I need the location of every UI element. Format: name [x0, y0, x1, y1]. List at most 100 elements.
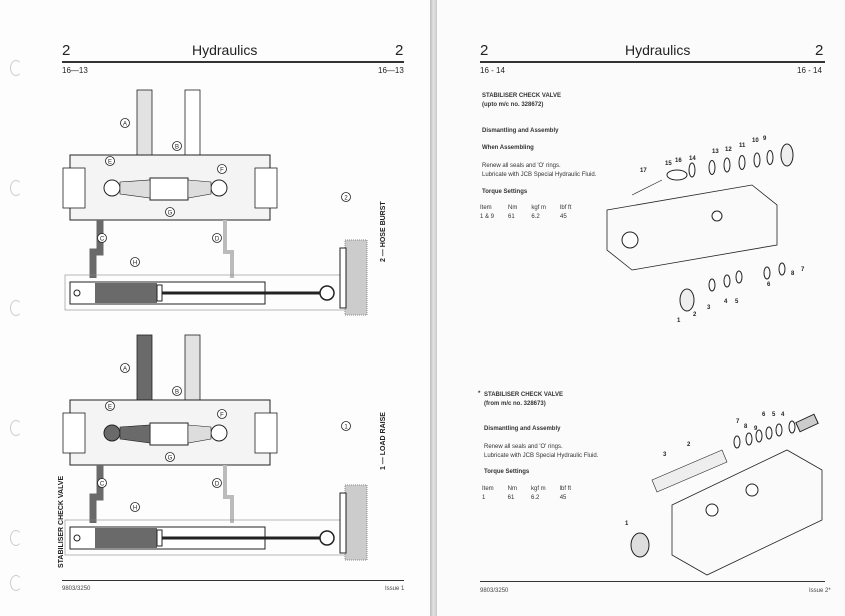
- stabiliser-foot: [339, 247, 347, 309]
- label-circle: [120, 363, 130, 373]
- instruction-line: Lubricate with JCB Special Hydraulic Flu…: [482, 172, 597, 178]
- label-letter: C: [100, 481, 105, 487]
- label-circle: [165, 452, 175, 462]
- seal-ring: [708, 278, 716, 292]
- end-plug: [780, 143, 794, 167]
- seal-ring: [723, 157, 731, 173]
- part-number: 7: [736, 419, 740, 425]
- part-number: 14: [689, 156, 696, 162]
- column-header: lbf ft: [559, 486, 572, 492]
- section-subtitle: (upto m/c no. 328672): [482, 102, 544, 108]
- label-letter: E: [108, 404, 112, 410]
- cylinder-chamber: [95, 283, 157, 303]
- part-number: 5: [735, 299, 739, 305]
- ground: [344, 484, 368, 561]
- part-number: 16: [675, 158, 682, 164]
- page-title: Hydraulics: [625, 42, 691, 58]
- footer-rule: [62, 580, 404, 581]
- port-hole: [711, 210, 723, 222]
- label-circle: [97, 478, 107, 488]
- seal-ring: [688, 162, 696, 178]
- figure-caption-load-raise: 1 — LOAD RAISE: [380, 412, 387, 470]
- label-circle: [217, 409, 227, 419]
- end-plug-left: [62, 412, 86, 454]
- label-letter: C: [100, 236, 105, 242]
- table-row: 1 61 6.2 45: [482, 494, 585, 503]
- port-hole: [705, 503, 719, 517]
- part-number: 2: [687, 442, 691, 448]
- binder-hole: [10, 420, 22, 436]
- table-cell: 6.2: [531, 495, 540, 501]
- pivot-eye: [73, 534, 81, 542]
- label-letter: B: [175, 389, 179, 395]
- port-a-line: [136, 89, 153, 156]
- footer-code: 9803/3250: [62, 586, 91, 592]
- part-number: 17: [640, 168, 647, 174]
- instruction-line: Renew all seals and 'O' rings.: [484, 444, 563, 450]
- label-letter: G: [168, 455, 173, 461]
- rod-eye: [319, 530, 335, 546]
- seal-ring: [733, 435, 741, 449]
- torque-table: Item Nm kgf m lbf ft 1 & 9 61 6.2 45: [480, 204, 585, 222]
- shuttle-piston: [149, 422, 189, 446]
- label-letter: F: [220, 412, 224, 418]
- stabiliser-foot: [339, 492, 347, 554]
- spool-left: [119, 179, 151, 199]
- part-number: 11: [739, 143, 746, 149]
- label-circle: [212, 233, 222, 243]
- column-header: Nm: [507, 486, 518, 492]
- part-number: 13: [712, 149, 719, 155]
- label-letter: H: [133, 505, 137, 511]
- label-letter: E: [108, 159, 112, 165]
- table-cell: 45: [559, 495, 567, 501]
- check-ball-right: [210, 424, 228, 442]
- seal-ring: [708, 160, 716, 175]
- label-letter: A: [123, 121, 127, 127]
- seal-ring: [723, 274, 731, 288]
- binder-hole: [10, 530, 22, 546]
- part-number: 1: [625, 521, 629, 527]
- revision-marker: *: [478, 391, 481, 397]
- port-b-line: [184, 334, 201, 401]
- piston: [156, 284, 163, 302]
- part-number: 15: [665, 161, 672, 167]
- label-letter: D: [215, 236, 220, 242]
- label-circle: [105, 156, 115, 166]
- spool-right: [187, 179, 212, 199]
- part-number: 9: [763, 136, 767, 142]
- part-number: 9: [754, 426, 758, 432]
- label-letter: 1: [344, 424, 348, 430]
- end-plug-right: [254, 167, 278, 209]
- figure-caption-hose-burst: 2 — HOSE BURST: [380, 201, 387, 262]
- binder-hole: [10, 575, 22, 591]
- page-number: 16 - 14: [480, 66, 505, 75]
- leader-line: [631, 179, 663, 196]
- table-cell: 1 & 9: [480, 214, 495, 220]
- port-hole: [745, 483, 759, 497]
- seal-ring: [778, 262, 786, 276]
- page-number: 16 - 14: [797, 66, 822, 75]
- label-circle: [212, 478, 222, 488]
- line-c: [89, 465, 104, 523]
- label-letter: 2: [344, 195, 348, 201]
- seal-ring: [763, 266, 771, 280]
- port-hole: [621, 231, 639, 249]
- seal-ring: [775, 423, 783, 437]
- label-letter: F: [220, 167, 224, 173]
- label-circle: [120, 118, 130, 128]
- label-circle: [172, 141, 182, 151]
- table-cell: 1: [482, 495, 486, 501]
- end-plug-right: [254, 412, 278, 454]
- section-title: STABILISER CHECK VALVE: [482, 93, 562, 99]
- cartridge: [651, 449, 728, 493]
- side-title: STABILISER CHECK VALVE: [58, 475, 65, 568]
- footer-issue: Issue 1: [385, 586, 405, 592]
- table-row: 1 & 9 61 6.2 45: [480, 213, 585, 222]
- seal-ring: [755, 429, 763, 443]
- end-plug: [679, 288, 695, 312]
- shuttle-piston: [149, 177, 189, 201]
